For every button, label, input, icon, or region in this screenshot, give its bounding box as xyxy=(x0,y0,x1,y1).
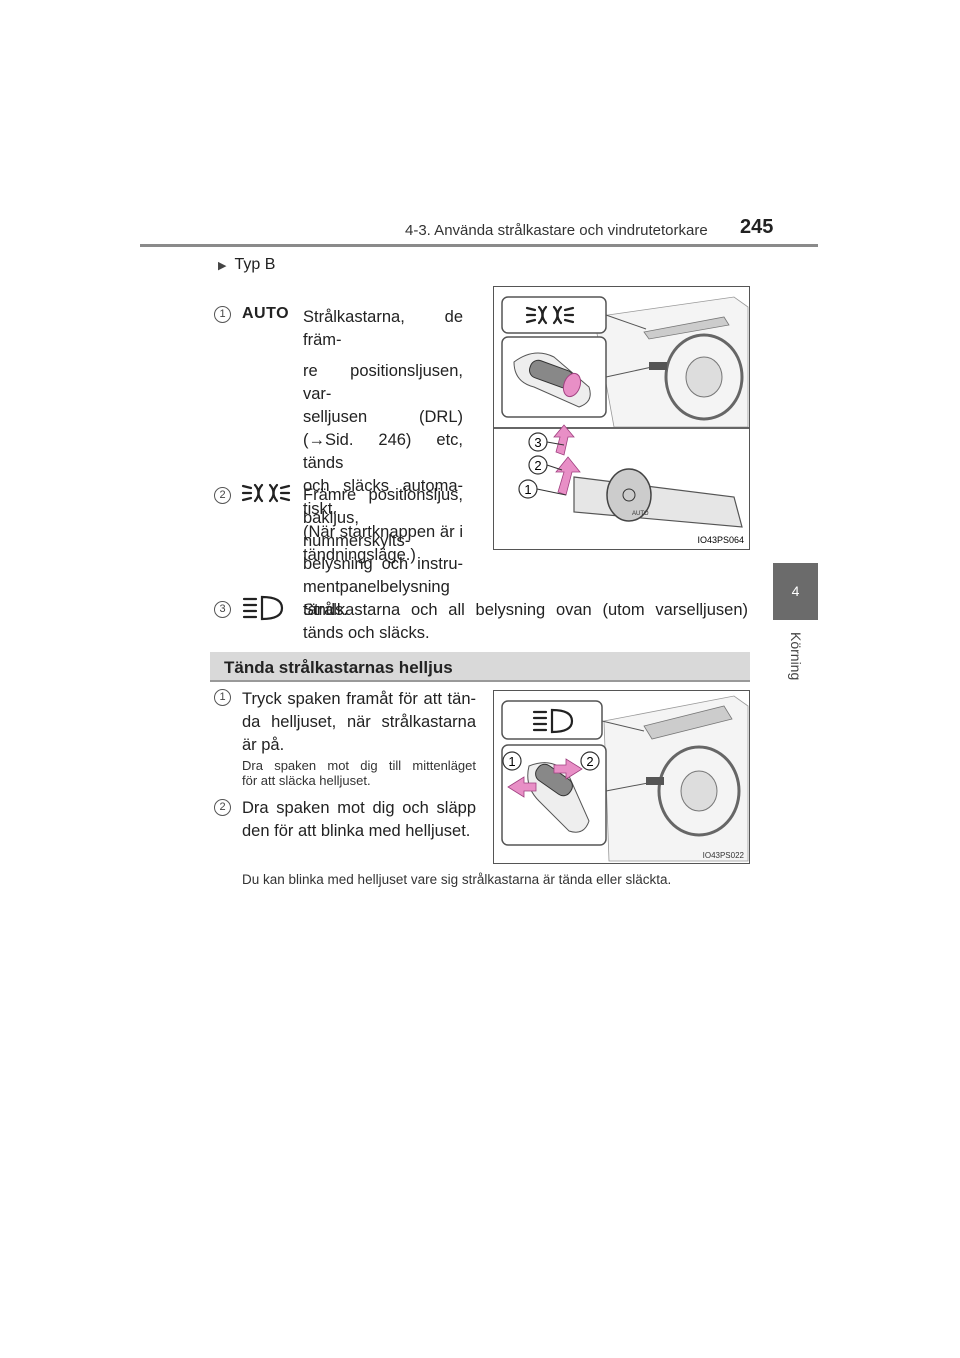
item-1-line: (→Sid. 246) etc, tänds xyxy=(303,431,463,472)
item-1-line: och släcks automa- xyxy=(303,477,463,495)
item-number-3: 3 xyxy=(214,601,231,618)
item-1-text: Strålkastarna, de främ- re positionsljus… xyxy=(303,306,463,567)
section-item-2-line: Dra spaken mot dig och släpp xyxy=(242,799,476,817)
chapter-label: Körning xyxy=(788,632,804,681)
figure-1-illustration: AUTO 3 2 1 IO43PS064 xyxy=(494,296,749,545)
triangle-bullet-icon: ▶ xyxy=(218,260,227,272)
position-lights-icon xyxy=(241,483,291,503)
section-item-1-line: Tryck spaken framåt för att tän- xyxy=(242,690,476,708)
section-item-1-text: Tryck spaken framåt för att tän- da hell… xyxy=(242,688,476,757)
item-number-1: 1 xyxy=(214,306,231,323)
figure-1: AUTO 3 2 1 IO43PS064 xyxy=(493,286,750,550)
fig1-callout: 2 xyxy=(534,458,541,473)
section-item-number-1: 1 xyxy=(214,689,231,706)
item-1-line: selljusen (DRL) xyxy=(303,408,463,426)
page-number: 245 xyxy=(740,216,774,238)
section-item-2-text: Dra spaken mot dig och släpp den för att… xyxy=(242,797,476,843)
fig1-callout: 3 xyxy=(534,435,541,450)
section-item-1-line: da helljuset, när strålkastarna xyxy=(242,713,476,731)
item-3-line: tänds och släcks. xyxy=(303,624,430,642)
item-2-line: belysning och instru- xyxy=(303,555,463,573)
section-item-1-line: är på. xyxy=(242,736,285,754)
type-label: ▶ Typ B xyxy=(218,256,275,274)
item-3-line: Strålkastarna och all belysning ovan (ut… xyxy=(303,601,748,619)
item-1-line: tiskt. xyxy=(303,500,337,518)
chapter-number: 4 xyxy=(791,583,800,599)
fig1-callout: 1 xyxy=(524,482,531,497)
section-heading: Tända strålkastarnas helljus xyxy=(210,652,750,682)
headlight-icon xyxy=(242,595,284,621)
type-label-text: Typ B xyxy=(234,256,276,273)
chapter-tab: 4 xyxy=(773,563,818,620)
item-1-line: tändningsläge.) xyxy=(303,546,416,564)
item-2-line: Främre positionsljus, xyxy=(303,486,463,504)
figure-2-code: IO43PS022 xyxy=(703,851,745,860)
item-2-line: mentpanelbelysning xyxy=(303,578,450,596)
item-1-line: (När startknappen är i xyxy=(303,523,463,541)
item-1-line: Strålkastarna, de främ- xyxy=(303,308,463,349)
section-item-1-note-line: för att släcka helljuset. xyxy=(242,773,371,788)
section-header: 4-3. Använda strålkastare och vindruteto… xyxy=(405,222,708,239)
figure-2-illustration: 1 2 IO43PS022 xyxy=(501,695,749,862)
auto-symbol: AUTO xyxy=(242,305,290,322)
item-number-2: 2 xyxy=(214,487,231,504)
header-rule xyxy=(140,244,818,247)
section-item-number-2: 2 xyxy=(214,799,231,816)
chapter-label-wrap: Körning xyxy=(780,632,810,712)
item-2-line: bakljus, nummerskylts- xyxy=(303,509,411,550)
fig2-callout: 1 xyxy=(508,754,515,769)
item-3-text: Strålkastarna och all belysning ovan (ut… xyxy=(303,599,748,645)
switch-auto-label: AUTO xyxy=(632,511,649,517)
figure-2: 1 2 IO43PS022 xyxy=(493,690,750,864)
section-item-1-note-line: Dra spaken mot dig till mittenläget xyxy=(242,758,476,773)
item-1-line: re positionsljusen, var- xyxy=(303,362,463,403)
section-footnote: Du kan blinka med helljuset vare sig str… xyxy=(242,872,672,887)
section-item-2-line: den för att blinka med helljuset. xyxy=(242,822,471,840)
section-item-1-note: Dra spaken mot dig till mittenläget för … xyxy=(242,758,476,788)
section-title: Tända strålkastarnas helljus xyxy=(224,658,453,677)
figure-1-code: IO43PS064 xyxy=(697,535,744,545)
item-2-line: tänds. xyxy=(303,601,348,619)
item-2-text: Främre positionsljus, bakljus, nummersky… xyxy=(303,484,463,622)
fig2-callout: 2 xyxy=(586,754,593,769)
